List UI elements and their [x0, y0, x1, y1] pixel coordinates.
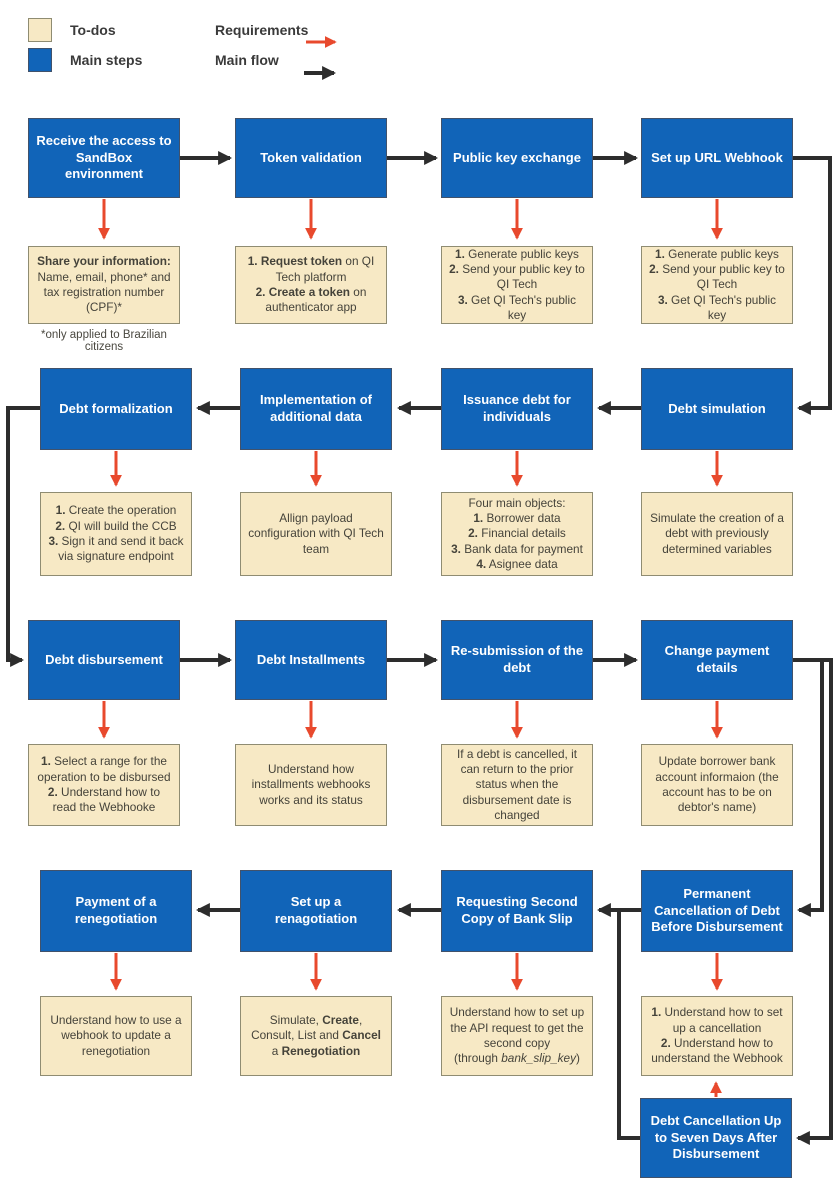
- step-receive-access: Receive the access to SandBox environmen…: [28, 118, 180, 198]
- todo-text: Update borrower bank account informaion …: [655, 754, 779, 815]
- step-debt-installments: Debt Installments: [235, 620, 387, 700]
- legend-main-steps-swatch: [28, 48, 52, 72]
- footnote-brazilian-citizens: *only applied to Brazilian citizens: [41, 329, 167, 353]
- todo-installments-webhooks: Understand how installments webhooks wor…: [235, 744, 387, 826]
- step-implementation-additional-data: Implementation of additional data: [240, 368, 392, 450]
- step-debt-cancellation-seven-days: Debt Cancellation Up to Seven Days After…: [640, 1098, 792, 1178]
- step-token-validation: Token validation: [235, 118, 387, 198]
- todo-simulate-create-consult: Simulate, Create, Consult, List and Canc…: [240, 996, 392, 1076]
- flow-changepayment-to-permanent-arrow: [793, 658, 824, 917]
- legend-todos-swatch: [28, 18, 52, 42]
- legend-main-steps-label: Main steps: [70, 52, 143, 68]
- step-label: Token validation: [260, 149, 362, 165]
- todo-text: 1. Select a range for the operation to b…: [37, 754, 171, 815]
- legend-requirements-label: Requirements: [215, 22, 309, 38]
- step-public-key-exchange: Public key exchange: [441, 118, 593, 198]
- todo-webhook-update-renegotiation: Understand how to use a webhook to updat…: [40, 996, 192, 1076]
- todo-text: Understand how installments webhooks wor…: [251, 762, 371, 807]
- todo-text: Simulate, Create, Consult, List and Canc…: [251, 1013, 381, 1058]
- step-label: Debt disbursement: [45, 651, 163, 667]
- todo-debt-cancelled-return: If a debt is cancelled, it can return to…: [441, 744, 593, 826]
- todo-update-borrower-bank: Update borrower bank account informaion …: [641, 744, 793, 826]
- step-requesting-second-copy: Requesting Second Copy of Bank Slip: [441, 870, 593, 952]
- todo-text: Understand how to use a webhook to updat…: [50, 1013, 182, 1058]
- flow-webhook-to-simulation-arrow: [793, 156, 832, 415]
- todo-simulate-creation: Simulate the creation of a debt with pre…: [641, 492, 793, 576]
- step-label: Requesting Second Copy of Bank Slip: [456, 894, 578, 926]
- step-payment-renegotiation: Payment of a renegotiation: [40, 870, 192, 952]
- todo-text: Understand how to set up the API request…: [449, 1005, 585, 1066]
- todo-text: If a debt is cancelled, it can return to…: [456, 746, 577, 822]
- step-debt-formalization: Debt formalization: [40, 368, 192, 450]
- flow-changepayment-to-sevendays-arrow: [793, 658, 833, 1145]
- step-label: Re-submission of the debt: [450, 643, 584, 675]
- flow-sevendays-merge-line: [617, 910, 640, 1140]
- step-set-up-renagotiation: Set up a renagotiation: [240, 870, 392, 952]
- todo-allign-payload: Allign payload configuration with QI Tec…: [240, 492, 392, 576]
- step-change-payment-details: Change payment details: [641, 620, 793, 700]
- todo-text: Simulate the creation of a debt with pre…: [650, 511, 784, 556]
- step-set-up-url-webhook: Set up URL Webhook: [641, 118, 793, 198]
- step-resubmission-debt: Re-submission of the debt: [441, 620, 593, 700]
- step-label: Change payment details: [664, 643, 770, 675]
- step-label: Debt simulation: [668, 400, 766, 416]
- step-label: Implementation of additional data: [260, 392, 372, 424]
- step-label: Debt Cancellation Up to Seven Days After…: [650, 1113, 782, 1162]
- step-label: Set up a renagotiation: [274, 894, 358, 926]
- todo-text: 1. Understand how to set up a cancellati…: [651, 1005, 783, 1066]
- step-label: Receive the access to SandBox environmen…: [36, 133, 172, 182]
- step-label: Set up URL Webhook: [651, 149, 783, 165]
- todo-text: Share your information:Name, email, phon…: [37, 254, 171, 315]
- flow-formalization-to-disbursement-arrow: [6, 406, 40, 667]
- todo-select-range: 1. Select a range for the operation to b…: [28, 744, 180, 826]
- legend-todos-label: To-dos: [70, 22, 116, 38]
- step-label: Debt Installments: [256, 651, 366, 667]
- step-issuance-debt-individuals: Issuance debt for individuals: [441, 368, 593, 450]
- step-label: Issuance debt for individuals: [463, 392, 571, 424]
- step-label: Payment of a renegotiation: [74, 894, 158, 926]
- step-debt-simulation: Debt simulation: [641, 368, 793, 450]
- step-debt-disbursement: Debt disbursement: [28, 620, 180, 700]
- step-permanent-cancellation: Permanent Cancellation of Debt Before Di…: [641, 870, 793, 952]
- todo-text: Allign payload configuration with QI Tec…: [248, 511, 384, 556]
- todo-api-second-copy: Understand how to set up the API request…: [441, 996, 593, 1076]
- step-label: Permanent Cancellation of Debt Before Di…: [651, 886, 783, 935]
- step-label: Public key exchange: [453, 149, 581, 165]
- legend-main-flow-label: Main flow: [215, 52, 279, 68]
- step-label: Debt formalization: [59, 400, 173, 416]
- todo-setup-cancellation: 1. Understand how to set up a cancellati…: [641, 996, 793, 1076]
- todo-share-information: Share your information:Name, email, phon…: [28, 246, 180, 324]
